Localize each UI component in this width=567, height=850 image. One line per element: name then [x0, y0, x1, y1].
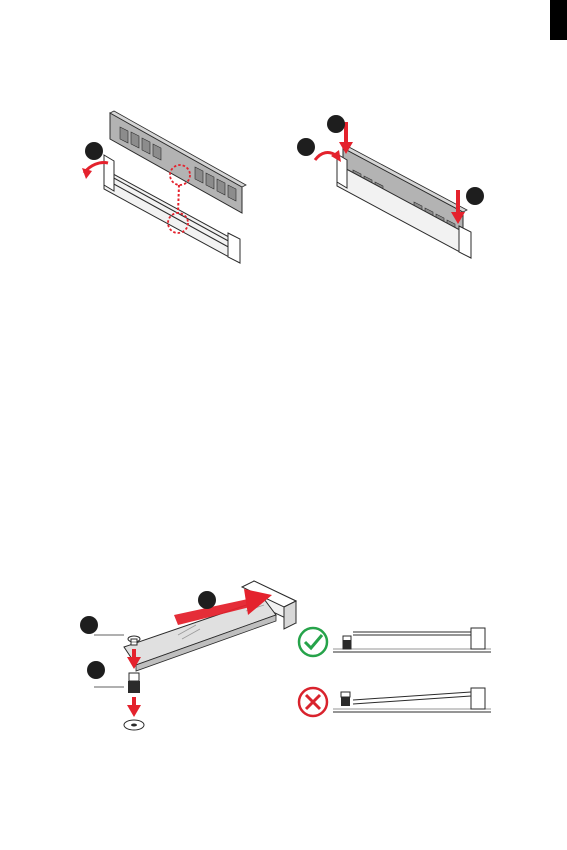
- standoff-down-arrow-icon: [127, 697, 141, 717]
- m2-correct-example: [295, 620, 495, 665]
- dimm-insert-figure: [295, 112, 485, 267]
- standoff-icon: [128, 673, 140, 693]
- step-marker: [87, 661, 105, 679]
- step-marker: [327, 115, 345, 133]
- step-marker: [85, 142, 103, 160]
- step-marker: [297, 138, 315, 156]
- m2-flat-card-side-view: [333, 628, 491, 652]
- dimm-release-figure: [80, 105, 250, 270]
- step-marker: [198, 591, 216, 609]
- m2-install-figure: [78, 575, 303, 740]
- m2-wrong-example: [295, 680, 495, 725]
- m2-tilted-card-side-view: [333, 688, 491, 712]
- check-icon: [299, 628, 327, 656]
- step-marker: [80, 616, 98, 634]
- step-marker: [466, 187, 484, 205]
- page-edge-tab: [550, 0, 567, 40]
- cross-icon: [299, 688, 327, 716]
